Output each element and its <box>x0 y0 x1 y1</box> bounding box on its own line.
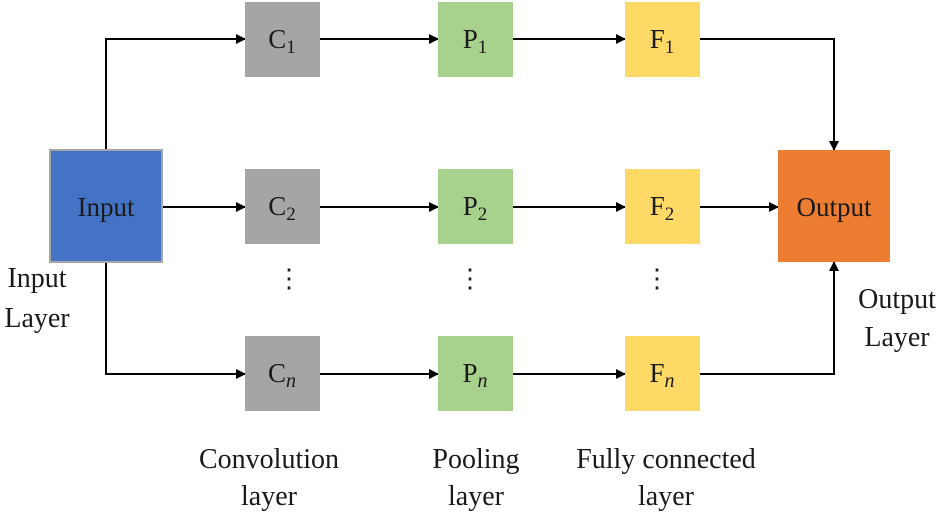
conv-2-box <box>245 169 320 244</box>
fc-n-box <box>625 336 700 411</box>
fc-2-label: F2 <box>650 191 675 225</box>
pool-2-label: P2 <box>463 191 488 225</box>
arrow-f1-to-output <box>700 38 839 151</box>
input-label: Input <box>78 192 135 222</box>
conv-2-label: C2 <box>268 191 296 225</box>
output-node: Output <box>778 150 890 262</box>
arrow-input-to-c1 <box>105 34 246 150</box>
pool-2-box <box>438 169 513 244</box>
fc-1-node: F1 <box>625 2 700 77</box>
input-layer-caption-line1: Input <box>7 263 66 294</box>
output-label: Output <box>796 192 872 222</box>
fc-layer-caption-line1: Fully connected <box>576 444 756 475</box>
input-layer-caption-line2: Layer <box>4 303 70 334</box>
pool-ellipsis: ⋮ <box>457 264 483 293</box>
fc-layer-caption-line2: layer <box>638 481 695 512</box>
conv-layer-caption-line2: layer <box>241 481 298 512</box>
pool-n-box <box>438 336 513 411</box>
conv-1-box <box>245 2 320 77</box>
pool-n-node: Pn <box>438 336 513 411</box>
pool-n-label: Pn <box>462 358 487 392</box>
fc-1-label: F1 <box>650 24 675 58</box>
fc-2-box <box>625 169 700 244</box>
connectors <box>105 34 839 379</box>
fc-ellipsis: ⋮ <box>644 264 670 293</box>
pool-1-node: P1 <box>438 2 513 77</box>
fc-n-node: Fn <box>625 336 700 411</box>
conv-n-box <box>245 336 320 411</box>
input-node: Input <box>49 149 163 263</box>
conv-2-node: C2 <box>245 169 320 244</box>
conv-n-node: Cn <box>245 336 320 411</box>
conv-1-label: C1 <box>268 24 296 58</box>
pool-layer-caption-line1: Pooling <box>432 444 519 475</box>
arrow-fn-to-output <box>700 261 839 375</box>
output-layer-caption-line2: Layer <box>864 322 930 353</box>
fc-1-box <box>625 2 700 77</box>
pool-1-label: P1 <box>463 24 488 58</box>
arrow-input-to-cn <box>105 262 246 379</box>
conv-1-node: C1 <box>245 2 320 77</box>
pool-1-box <box>438 2 513 77</box>
fc-2-node: F2 <box>625 169 700 244</box>
conv-ellipsis: ⋮ <box>276 264 302 293</box>
input-box <box>49 149 163 263</box>
conv-layer-caption-line1: Convolution <box>199 444 339 475</box>
pool-layer-caption-line2: layer <box>448 481 505 512</box>
output-layer-caption-line1: Output <box>858 284 936 315</box>
conv-n-label: Cn <box>268 358 296 392</box>
output-box <box>778 150 890 262</box>
fc-n-label: Fn <box>649 358 674 392</box>
pool-2-node: P2 <box>438 169 513 244</box>
